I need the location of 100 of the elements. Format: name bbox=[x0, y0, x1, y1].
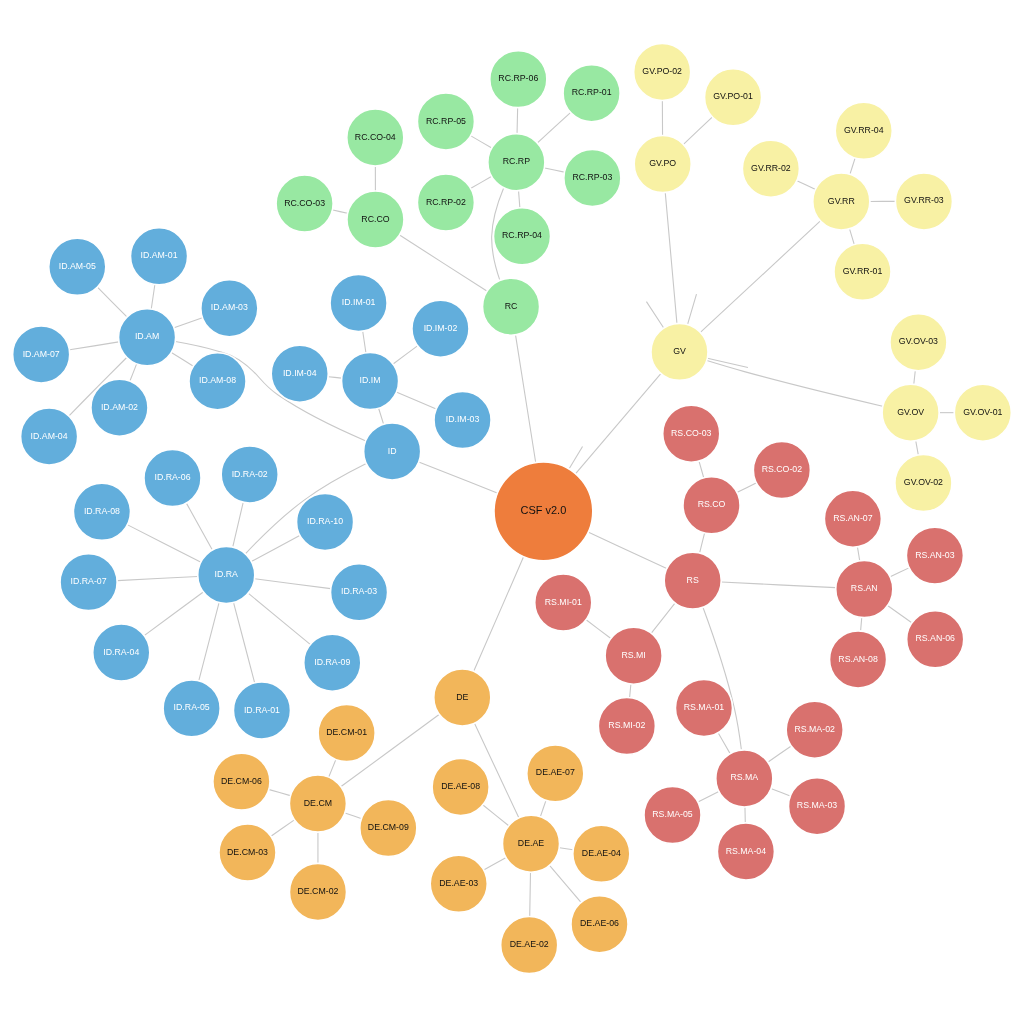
node-circle: ID.AM-05 bbox=[47, 236, 107, 296]
connector bbox=[559, 846, 574, 850]
connector bbox=[544, 167, 565, 173]
connector bbox=[97, 286, 128, 317]
connector bbox=[491, 186, 505, 281]
connector bbox=[470, 134, 492, 148]
node-circle: GV.RR bbox=[811, 171, 871, 231]
node-circle: ID.AM-01 bbox=[129, 226, 189, 286]
connector bbox=[702, 606, 742, 750]
node-circle: GV.OV bbox=[881, 382, 940, 442]
node-circle: ID.AM-02 bbox=[90, 377, 149, 437]
connector bbox=[682, 116, 713, 145]
node-circle: ID.RA-09 bbox=[302, 632, 362, 692]
node-circle: GV.PO-01 bbox=[703, 67, 763, 127]
node-circle: DE.AE-02 bbox=[499, 915, 559, 974]
node-circle: DE.AE bbox=[501, 813, 561, 873]
connector bbox=[378, 407, 385, 425]
node-circle: ID.RA-06 bbox=[143, 448, 202, 507]
connector bbox=[396, 391, 437, 409]
connector bbox=[518, 190, 521, 208]
node-circle: ID bbox=[362, 421, 422, 481]
node-circle: ID.RA bbox=[196, 545, 256, 604]
connector bbox=[699, 532, 706, 553]
connector bbox=[645, 300, 665, 328]
node-circle: ID.AM-04 bbox=[19, 406, 79, 466]
node-circle: DE.AE-06 bbox=[570, 894, 629, 954]
connector bbox=[575, 372, 662, 474]
connector bbox=[516, 106, 519, 134]
node-circle: ID.IM bbox=[340, 351, 400, 410]
node-circle: DE.CM-06 bbox=[212, 751, 271, 811]
connector bbox=[233, 601, 256, 683]
node-circle: RC.RP-04 bbox=[492, 206, 552, 266]
node-circle: RS.MA-01 bbox=[674, 678, 734, 737]
connector bbox=[796, 179, 816, 190]
connector bbox=[568, 445, 584, 469]
node-circle: ID.AM-08 bbox=[188, 351, 247, 411]
node-circle: DE.AE-07 bbox=[525, 743, 585, 803]
node-circle: ID.IM-03 bbox=[433, 390, 492, 449]
node-circle: RS.MA-04 bbox=[716, 821, 776, 881]
node-circle: RC.RP-06 bbox=[488, 49, 548, 108]
connector bbox=[664, 191, 678, 324]
connector bbox=[849, 227, 855, 245]
node-circle: GV bbox=[650, 322, 709, 381]
node-circle: ID.AM-07 bbox=[11, 324, 71, 384]
node-circle: RC bbox=[481, 276, 541, 336]
connector bbox=[698, 460, 705, 478]
connector bbox=[150, 283, 156, 309]
connector bbox=[661, 99, 664, 136]
connector bbox=[707, 357, 749, 368]
node-circle: GV.OV-01 bbox=[953, 382, 1013, 442]
connector bbox=[539, 799, 547, 817]
node-circle: ID.RA-05 bbox=[162, 678, 222, 738]
connector bbox=[328, 758, 337, 777]
connector bbox=[127, 523, 202, 562]
node-circle: ID.IM-02 bbox=[411, 298, 470, 358]
connector bbox=[629, 683, 632, 698]
node-circle: RS.AN bbox=[834, 559, 894, 618]
connector bbox=[340, 713, 440, 787]
node-circle: RS.MA-05 bbox=[643, 785, 702, 844]
connector bbox=[650, 602, 676, 634]
node-circle: RS.MA bbox=[714, 748, 774, 808]
connector bbox=[232, 501, 244, 547]
node-circle: GV.RR-01 bbox=[833, 241, 892, 301]
node-circle: GV.PO-02 bbox=[632, 42, 692, 101]
node-circle: RS.CO-03 bbox=[661, 403, 721, 463]
connector bbox=[549, 864, 582, 903]
node-circle: DE.CM-02 bbox=[288, 862, 348, 921]
node-circle: ID.IM-04 bbox=[270, 343, 330, 403]
node-circle: ID.RA-02 bbox=[220, 444, 280, 504]
connector bbox=[270, 819, 295, 836]
connector bbox=[889, 566, 910, 577]
node-circle: RS.CO-02 bbox=[752, 440, 812, 499]
node-circle: ID.AM bbox=[117, 307, 177, 367]
node-circle: RS.AN-07 bbox=[823, 488, 883, 548]
connector bbox=[588, 531, 668, 569]
connector bbox=[470, 175, 492, 189]
connector bbox=[143, 591, 204, 636]
node-circle: RS.MI-02 bbox=[597, 696, 657, 755]
node-circle: RS.MA-03 bbox=[787, 776, 847, 836]
connector bbox=[344, 811, 362, 819]
connector bbox=[317, 831, 319, 864]
connector bbox=[687, 293, 698, 325]
node-circle: DE.AE-04 bbox=[571, 823, 631, 883]
node-circle: RC.CO-04 bbox=[345, 107, 405, 167]
connector bbox=[887, 604, 912, 623]
node-circle: ID.RA-01 bbox=[232, 680, 292, 740]
node-circle: ID.RA-04 bbox=[91, 622, 151, 682]
node-circle: ID.RA-03 bbox=[329, 562, 389, 622]
node-circle: ID.IM-01 bbox=[329, 273, 388, 332]
node-circle: GV.PO bbox=[633, 134, 693, 193]
node-circle: RC.RP-02 bbox=[416, 172, 476, 232]
node-circle: GV.OV-03 bbox=[889, 312, 948, 372]
connector bbox=[515, 334, 537, 463]
connector bbox=[537, 111, 571, 143]
connector bbox=[744, 806, 746, 823]
connector bbox=[248, 592, 311, 645]
node-circle: RS.AN-08 bbox=[828, 629, 888, 689]
connector bbox=[482, 803, 510, 826]
node-circle: DE.CM-03 bbox=[218, 822, 277, 882]
node-circle: RC.RP bbox=[487, 132, 546, 192]
